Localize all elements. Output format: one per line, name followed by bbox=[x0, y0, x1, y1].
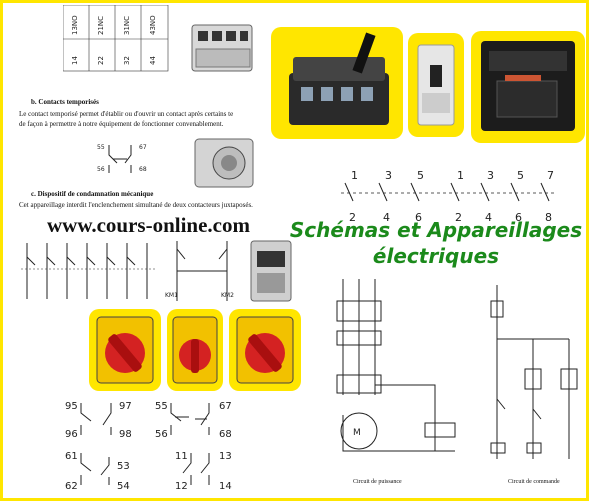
contact-95-96: 95 96 bbox=[65, 401, 92, 440]
svg-text:68: 68 bbox=[219, 429, 232, 440]
svg-text:KM2: KM2 bbox=[221, 292, 234, 299]
svg-text:62: 62 bbox=[65, 481, 78, 492]
title-line-1: Schémas et Appareillages bbox=[289, 218, 583, 242]
contact-11-12: 11 12 bbox=[175, 451, 192, 492]
contactor-photo bbox=[471, 31, 585, 143]
power-circuit-schematic: M bbox=[336, 279, 456, 452]
svg-text:61: 61 bbox=[65, 451, 78, 462]
rotary-switch-photo-1 bbox=[89, 309, 161, 391]
contact-53-54: 53 54 bbox=[100, 457, 130, 492]
svg-text:96: 96 bbox=[65, 429, 78, 440]
table-col-3: 31NC bbox=[123, 16, 131, 35]
svg-text:7: 7 bbox=[547, 169, 554, 182]
command-circuit-schematic bbox=[490, 285, 578, 459]
poster-title: Schémas et Appareillages électriques bbox=[287, 217, 585, 275]
svg-text:M: M bbox=[353, 428, 361, 438]
svg-text:95: 95 bbox=[65, 401, 78, 412]
svg-text:2: 2 bbox=[455, 211, 462, 224]
interlock-power-schematic bbox=[21, 243, 157, 299]
switch-pole-schematic: 1 3 5 2 4 6 1 3 5 7 2 4 6 8 bbox=[341, 169, 557, 224]
section-c-heading: c. Dispositif de condamnation mécanique bbox=[31, 190, 154, 198]
table-bottom-2: 22 bbox=[97, 56, 105, 65]
svg-text:4: 4 bbox=[383, 211, 390, 224]
website-url: www.cours-online.com bbox=[47, 213, 250, 237]
table-col-1: 13NO bbox=[71, 15, 79, 35]
svg-text:3: 3 bbox=[487, 169, 494, 182]
svg-text:13: 13 bbox=[219, 451, 232, 462]
mechanical-interlock-image bbox=[250, 240, 292, 302]
svg-text:5: 5 bbox=[417, 169, 424, 182]
svg-text:1: 1 bbox=[457, 169, 464, 182]
svg-text:55: 55 bbox=[155, 401, 168, 412]
svg-text:4: 4 bbox=[485, 211, 492, 224]
contact-61-62: 61 62 bbox=[65, 451, 92, 492]
svg-text:2: 2 bbox=[349, 211, 356, 224]
svg-text:11: 11 bbox=[175, 451, 188, 462]
svg-text:67: 67 bbox=[219, 401, 232, 412]
svg-text:55: 55 bbox=[97, 144, 105, 151]
km-interlock-schematic: KM1 KM2 bbox=[165, 241, 234, 301]
table-col-4: 43NO bbox=[149, 15, 157, 35]
svg-text:67: 67 bbox=[139, 144, 147, 151]
svg-text:5: 5 bbox=[517, 169, 524, 182]
timed-contact-symbol: 55 56 67 68 bbox=[97, 144, 147, 173]
section-b-heading: b. Contacts temporisés bbox=[31, 98, 99, 106]
contact-67-68: 67 68 bbox=[195, 401, 232, 440]
contact-13-14: 13 14 bbox=[200, 451, 232, 492]
svg-text:53: 53 bbox=[117, 461, 130, 472]
table-bottom-3: 32 bbox=[123, 56, 131, 65]
disconnector-photo bbox=[271, 27, 403, 139]
table-bottom-1: 14 bbox=[71, 56, 79, 65]
timer-module-image bbox=[194, 138, 254, 188]
section-c-line1: Cet appareillage interdit l'enclenchemen… bbox=[19, 201, 253, 209]
section-b-line1: Le contact temporisé permet d'établir ou… bbox=[19, 110, 234, 118]
svg-text:56: 56 bbox=[97, 166, 105, 173]
contact-symbols: 95 96 97 98 55 56 67 68 61 62 53 54 bbox=[65, 401, 232, 492]
aux-contact-block-image bbox=[191, 24, 253, 72]
svg-text:6: 6 bbox=[515, 211, 522, 224]
svg-text:56: 56 bbox=[155, 429, 168, 440]
svg-text:98: 98 bbox=[119, 429, 132, 440]
svg-text:KM1: KM1 bbox=[165, 292, 178, 299]
circuit-puissance-label: Circuit de puissance bbox=[353, 479, 402, 485]
svg-text:1: 1 bbox=[351, 169, 358, 182]
terminal-table: 13NO 21NC 31NC 43NO 14 22 32 44 bbox=[63, 5, 169, 72]
rotary-switch-photo-3 bbox=[229, 309, 301, 391]
table-col-2: 21NC bbox=[97, 16, 105, 35]
svg-text:14: 14 bbox=[219, 481, 232, 492]
svg-text:6: 6 bbox=[415, 211, 422, 224]
svg-text:12: 12 bbox=[175, 481, 188, 492]
rotary-switch-photo-2 bbox=[167, 309, 223, 391]
title-line-2: électriques bbox=[372, 244, 500, 268]
svg-text:68: 68 bbox=[139, 166, 147, 173]
table-bottom-4: 44 bbox=[149, 56, 157, 65]
contact-97-98: 97 98 bbox=[102, 401, 132, 440]
contact-55-56: 55 56 bbox=[155, 401, 189, 440]
svg-text:54: 54 bbox=[117, 481, 130, 492]
circuit-breaker-photo bbox=[408, 33, 464, 137]
circuit-commande-label: Circuit de commande bbox=[508, 479, 560, 485]
svg-text:97: 97 bbox=[119, 401, 132, 412]
svg-text:8: 8 bbox=[545, 211, 552, 224]
section-b-line2: de façon à permettre à notre équipement … bbox=[19, 120, 224, 128]
svg-text:3: 3 bbox=[385, 169, 392, 182]
